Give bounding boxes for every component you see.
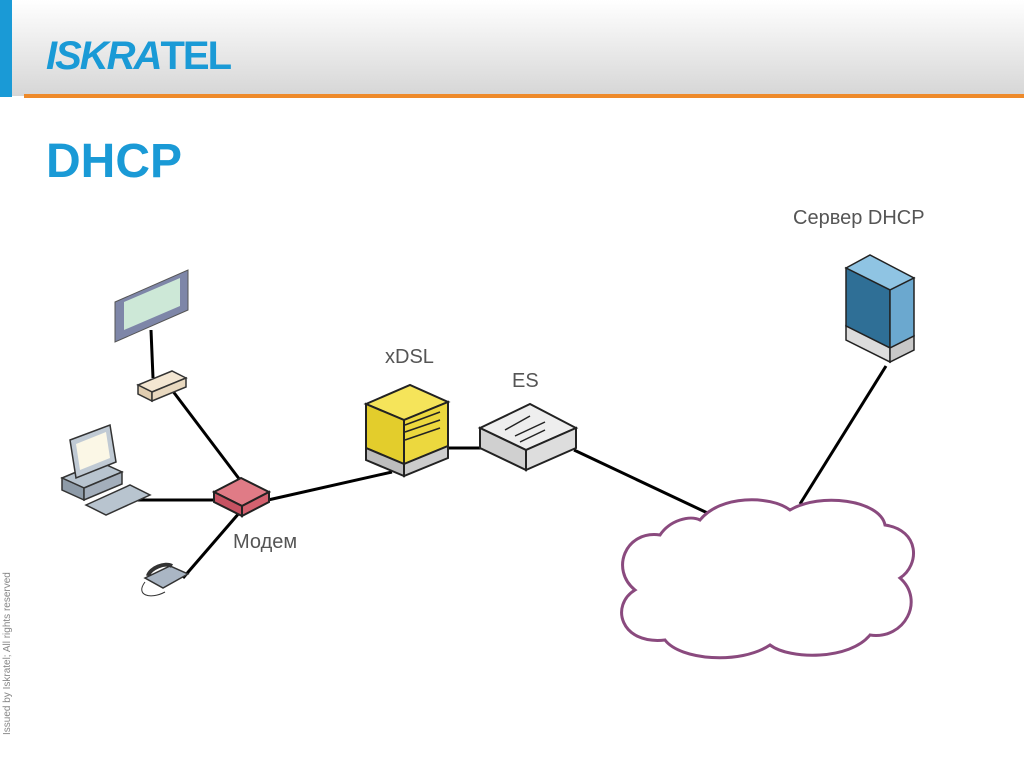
xdsl-icon xyxy=(363,383,451,478)
server-label: Сервер DHCP xyxy=(793,207,925,229)
logo-part1: ISKRA xyxy=(46,34,162,78)
dhcp-server-icon xyxy=(844,254,916,364)
es-label: ES xyxy=(512,370,539,392)
network-cloud xyxy=(620,498,915,660)
tv-icon xyxy=(114,269,189,343)
xdsl-label: xDSL xyxy=(385,346,434,368)
phone-icon xyxy=(141,562,190,597)
link-server-cloud xyxy=(798,365,888,505)
link-modem-xdsl xyxy=(267,470,393,502)
modem-label: Модем xyxy=(233,531,298,553)
accent-bar xyxy=(0,0,12,97)
link-bridge-modem xyxy=(170,389,242,481)
iskratel-logo: ISKRATEL xyxy=(46,34,232,79)
connections xyxy=(135,329,888,579)
logo-part2: TEL xyxy=(160,34,232,78)
header-band xyxy=(0,0,1024,96)
slide-title: DHCP xyxy=(46,135,183,188)
ethernet-switch-icon xyxy=(477,402,579,472)
header-divider xyxy=(24,94,1024,98)
computer-icon xyxy=(60,423,152,516)
modem-icon xyxy=(211,476,272,518)
link-phone-modem xyxy=(181,511,242,579)
bridge-icon xyxy=(136,370,188,403)
footer-copyright: Issued by Iskratel; All rights reserved xyxy=(2,572,13,735)
link-es-cloud xyxy=(573,448,717,519)
link-tv-bridge xyxy=(149,329,155,379)
